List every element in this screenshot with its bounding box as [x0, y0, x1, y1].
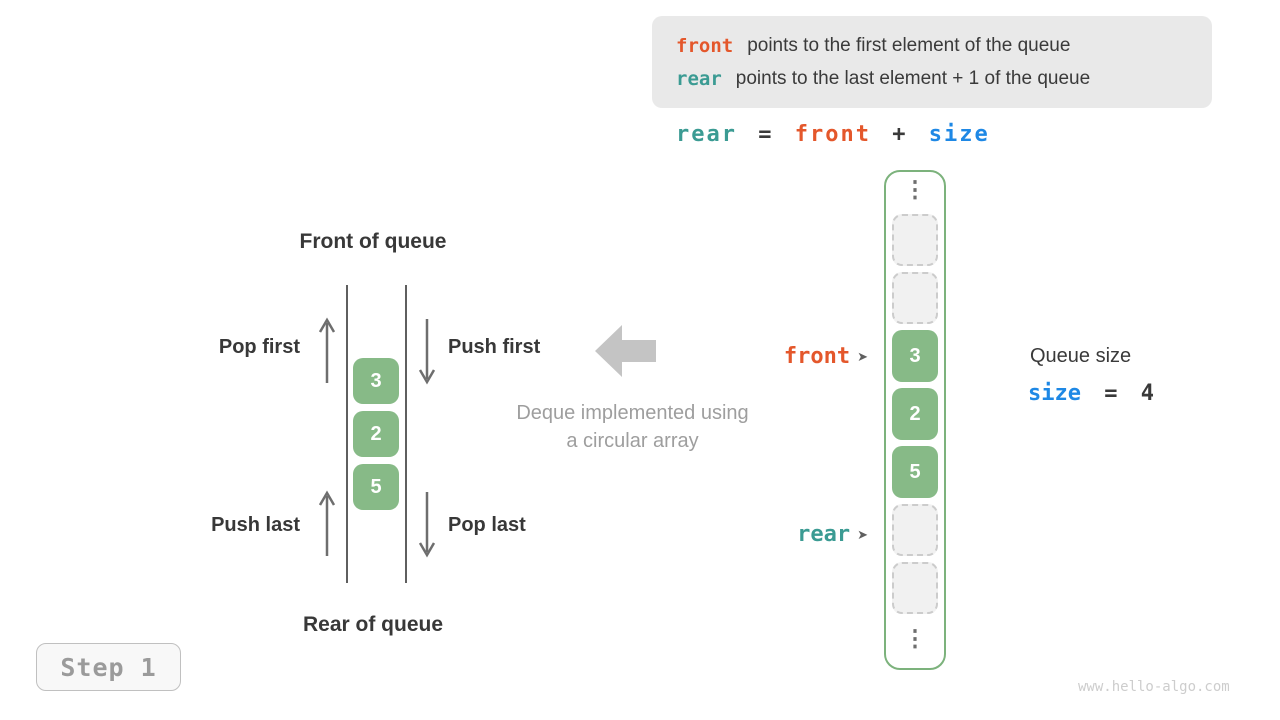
size-value: 4 — [1140, 381, 1154, 406]
size-equals: = — [1104, 381, 1118, 406]
rear-of-queue-label: Rear of queue — [302, 613, 444, 636]
queue-size-label: Queue size — [1030, 345, 1132, 367]
deque-right-wall — [405, 285, 407, 583]
front-code-token: front — [676, 34, 734, 57]
rear-code-token: rear — [676, 67, 722, 90]
big-left-arrow-icon — [595, 325, 656, 377]
array-cell-filled: 2 — [892, 388, 938, 440]
legend-info-box: front points to the first element of the… — [652, 16, 1212, 108]
pointer-arrow-icon: ➤ — [857, 349, 868, 364]
deque-left-wall — [346, 285, 348, 583]
formula-equals: = — [758, 122, 774, 147]
rear-pointer: rear ➤ — [690, 522, 868, 547]
deque-item: 2 — [353, 411, 399, 457]
push-last-label: Push last — [211, 514, 300, 536]
push-last-arrow-up-icon — [318, 490, 336, 556]
array-cell-filled: 3 — [892, 330, 938, 382]
legend-line-front: front points to the first element of the… — [676, 35, 1212, 57]
formula: rear = front + size — [676, 122, 996, 147]
caption-line-2: a circular array — [566, 430, 699, 452]
size-code-token: size — [1028, 381, 1081, 406]
formula-plus: + — [892, 122, 908, 147]
caption-line-1: Deque implemented using — [516, 402, 749, 424]
array-cell-filled: 5 — [892, 446, 938, 498]
array-cell-empty — [892, 272, 938, 324]
legend-line-rear: rear points to the last element + 1 of t… — [676, 68, 1212, 90]
front-description: points to the first element of the queue — [747, 34, 1071, 56]
queue-size-value-line: size = 4 — [1028, 381, 1154, 406]
pop-last-label: Pop last — [448, 514, 526, 536]
pop-first-label: Pop first — [218, 336, 300, 358]
formula-size: size — [928, 122, 990, 147]
front-pointer: front ➤ — [690, 344, 868, 369]
pointer-arrow-icon: ➤ — [857, 527, 868, 542]
formula-rear: rear — [676, 122, 737, 147]
push-first-arrow-down-icon — [418, 319, 436, 385]
array-cell-empty — [892, 562, 938, 614]
watermark: www.hello-algo.com — [1078, 679, 1230, 695]
rear-pointer-label: rear — [797, 522, 851, 547]
deque-item: 3 — [353, 358, 399, 404]
pop-last-arrow-down-icon — [418, 492, 436, 558]
front-of-queue-label: Front of queue — [299, 230, 447, 253]
formula-front: front — [794, 122, 871, 147]
ellipsis-icon: ⋮ — [903, 176, 927, 202]
array-cell-empty — [892, 214, 938, 266]
diagram-caption: Deque implemented using a circular array — [480, 399, 785, 455]
front-pointer-label: front — [783, 344, 851, 369]
deque-item: 5 — [353, 464, 399, 510]
step-badge: Step 1 — [36, 643, 181, 691]
rear-description: points to the last element + 1 of the qu… — [735, 67, 1091, 89]
ellipsis-icon: ⋮ — [903, 625, 927, 651]
array-cell-empty — [892, 504, 938, 556]
pop-first-arrow-up-icon — [318, 317, 336, 383]
push-first-label: Push first — [448, 336, 541, 358]
